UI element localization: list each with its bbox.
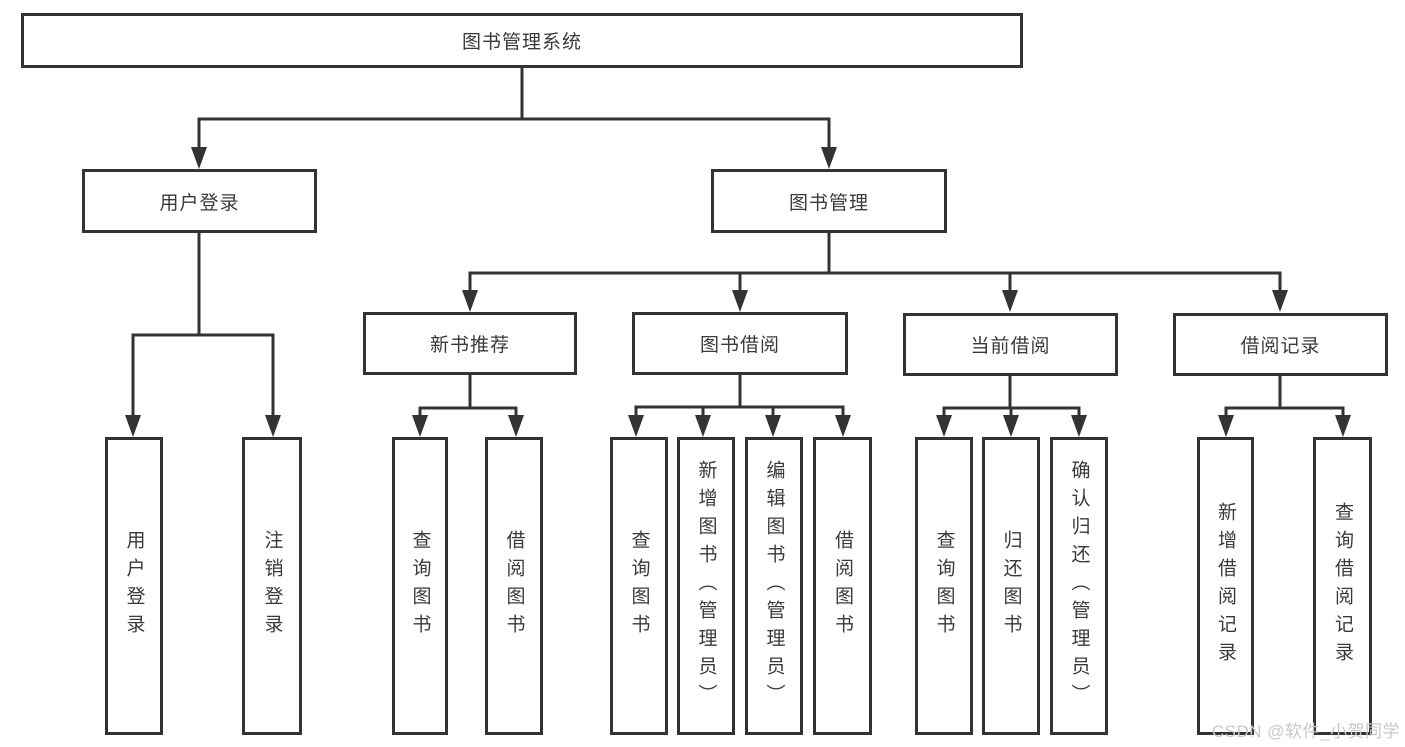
node-label: 借阅记录 bbox=[1240, 336, 1321, 357]
connector-record-children bbox=[1218, 376, 1351, 437]
node-label: 图书管理系统 bbox=[461, 32, 582, 53]
node-label: 新增图书（管理员） bbox=[695, 460, 717, 712]
node-label: 注销登录 bbox=[261, 530, 283, 642]
node-label: 借阅图书 bbox=[832, 530, 853, 642]
leaf-return-book: 归还图书 bbox=[982, 437, 1040, 735]
leaf-query-borrow-record: 查询借阅记录 bbox=[1313, 437, 1372, 735]
leaf-edit-book-admin: 编辑图书（管理员） bbox=[745, 437, 803, 735]
connector-login-children bbox=[125, 233, 281, 437]
node-book-management: 图书管理 bbox=[711, 169, 947, 233]
node-label: 新增借阅记录 bbox=[1215, 502, 1236, 670]
leaf-recommend-query-book: 查询图书 bbox=[392, 437, 448, 735]
connector-recommend-children bbox=[412, 375, 524, 437]
node-label: 归还图书 bbox=[1000, 530, 1022, 642]
leaf-add-borrow-record: 新增借阅记录 bbox=[1197, 437, 1254, 735]
node-label: 编辑图书（管理员） bbox=[763, 460, 785, 712]
node-label: 新书推荐 bbox=[429, 335, 510, 356]
node-label: 查询图书 bbox=[409, 530, 431, 642]
node-root-system: 图书管理系统 bbox=[21, 13, 1023, 68]
node-current-borrow: 当前借阅 bbox=[903, 313, 1118, 376]
connector-current-children bbox=[936, 376, 1087, 437]
leaf-confirm-return-admin: 确认归还（管理员） bbox=[1050, 437, 1108, 735]
node-label: 查询借阅记录 bbox=[1332, 502, 1353, 670]
leaf-logout: 注销登录 bbox=[242, 437, 302, 735]
leaf-add-book-admin: 新增图书（管理员） bbox=[677, 437, 735, 735]
node-user-login: 用户登录 bbox=[82, 169, 317, 233]
node-book-borrow: 图书借阅 bbox=[632, 312, 848, 375]
leaf-recommend-borrow-book: 借阅图书 bbox=[485, 437, 543, 735]
node-label: 用户登录 bbox=[159, 192, 240, 214]
csdn-watermark: CSDN @软件_小贺同学 bbox=[1211, 722, 1400, 741]
connector-borrow-children bbox=[628, 375, 851, 437]
node-label: 当前借阅 bbox=[970, 336, 1051, 357]
node-label: 图书借阅 bbox=[699, 335, 780, 356]
node-label: 图书管理 bbox=[788, 192, 869, 214]
leaf-borrow-book: 借阅图书 bbox=[813, 437, 872, 735]
leaf-current-query-book: 查询图书 bbox=[915, 437, 973, 735]
node-label: 确认归还（管理员） bbox=[1068, 460, 1090, 712]
node-label: 查询图书 bbox=[933, 530, 955, 642]
leaf-borrow-query-book: 查询图书 bbox=[610, 437, 668, 735]
connector-root-to-level2 bbox=[191, 68, 837, 169]
node-label: 查询图书 bbox=[628, 530, 650, 642]
node-borrow-record: 借阅记录 bbox=[1173, 313, 1388, 376]
leaf-user-login: 用户登录 bbox=[105, 437, 163, 735]
node-label: 借阅图书 bbox=[503, 530, 525, 642]
connector-management-to-modules bbox=[462, 233, 1288, 312]
node-new-book-recommend: 新书推荐 bbox=[363, 312, 577, 375]
node-label: 用户登录 bbox=[123, 530, 145, 642]
